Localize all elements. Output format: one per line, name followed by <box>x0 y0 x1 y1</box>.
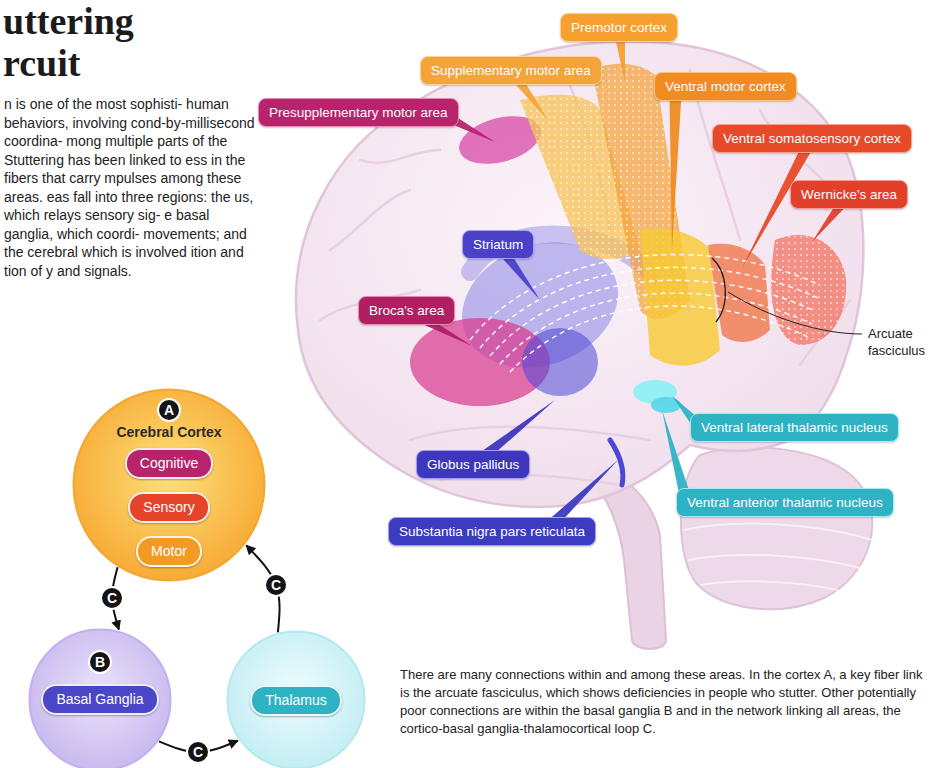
bracket <box>712 258 725 322</box>
wernicke-dots <box>771 235 846 345</box>
sulcus <box>330 190 410 250</box>
circle-shape <box>74 390 265 581</box>
fiber <box>500 293 812 364</box>
region-callout: Premotor cortex <box>560 13 678 42</box>
region-circle: B Basal Ganglia <box>28 628 172 768</box>
region-name: Broca's area <box>369 302 444 319</box>
region-callout: Broca's area <box>358 296 455 325</box>
structure-label: Arcuate fasciculus <box>868 325 932 359</box>
sulcus <box>360 150 440 163</box>
callout-letter: C <box>264 573 288 597</box>
region-callout: Substantia nigra pars reticulata <box>388 517 596 546</box>
region-name: Ventral somatosensory cortex <box>723 130 901 147</box>
cerebellum <box>681 447 872 609</box>
title: uttering rcuit <box>3 0 178 84</box>
region-name: Striatum <box>473 236 523 253</box>
folium <box>700 581 838 590</box>
fiber <box>490 280 815 356</box>
substantia-nigra-region <box>610 440 623 485</box>
callout-letter: C <box>186 740 210 764</box>
leader-line <box>728 292 862 334</box>
globus-pallidus-region <box>522 328 598 396</box>
region-name: Cognitive <box>140 455 198 472</box>
lateral-fissure <box>410 427 650 440</box>
ventral-somatosensory-region <box>708 244 770 342</box>
region-name: Thalamus <box>250 685 341 716</box>
region-pill: Cognitive <box>125 448 213 479</box>
folium <box>688 555 860 568</box>
fiber <box>470 254 820 340</box>
region-circle: A Cerebral CortexCognitiveSensoryMotor <box>72 388 266 582</box>
ventral-anterior-nucleus-region <box>651 397 681 413</box>
ventral-motor-region <box>640 229 720 366</box>
region-callout: Striatum <box>462 230 534 259</box>
circle-shape <box>30 630 171 768</box>
circle-heading: Cerebral Cortex <box>72 424 266 441</box>
region-name: Presupplementary motor area <box>269 104 448 121</box>
region-pill: Motor <box>136 536 202 567</box>
region-callout: Globus pallidus <box>416 450 530 479</box>
region-name: Ventral lateral thalamic nucleus <box>701 419 888 436</box>
region-callout: Ventral lateral thalamic nucleus <box>690 413 899 442</box>
region-name: Ventral motor cortex <box>665 78 786 95</box>
region-callout: Ventral anterior thalamic nucleus <box>676 488 894 517</box>
callout-letter: A <box>157 398 181 422</box>
region-name: Motor <box>151 543 187 560</box>
caption: There are many connections within and am… <box>400 666 930 738</box>
region-callout: Presupplementary motor area <box>258 98 459 127</box>
region-callout: Wernicke's area <box>790 180 908 209</box>
region-name: Basal Ganglia <box>41 684 158 715</box>
region-name: Premotor cortex <box>571 19 667 36</box>
region-callout: Supplementary motor area <box>420 56 602 85</box>
region-circle: Thalamus <box>226 630 366 768</box>
region-name: Substantia nigra pars reticulata <box>399 523 585 540</box>
folium <box>684 524 872 540</box>
circle-shape <box>228 632 365 768</box>
region-name: Wernicke's area <box>801 186 897 203</box>
region-pill: Sensory <box>128 492 209 523</box>
region-name: Globus pallidus <box>427 456 519 473</box>
fiber <box>510 306 808 372</box>
region-name: Supplementary motor area <box>431 62 591 79</box>
callout-tail <box>669 95 681 250</box>
region-name: Sensory <box>143 499 194 516</box>
region-callout: Ventral somatosensory cortex <box>712 124 912 153</box>
callout-letter: C <box>100 586 124 610</box>
body-text: n is one of the most sophisti- human beh… <box>4 95 256 280</box>
wernicke-region <box>771 235 846 345</box>
callout-letter: B <box>88 650 112 674</box>
callout-tails <box>404 27 854 536</box>
region-name: Ventral anterior thalamic nucleus <box>687 494 883 511</box>
region-callout: Ventral motor cortex <box>654 72 797 101</box>
